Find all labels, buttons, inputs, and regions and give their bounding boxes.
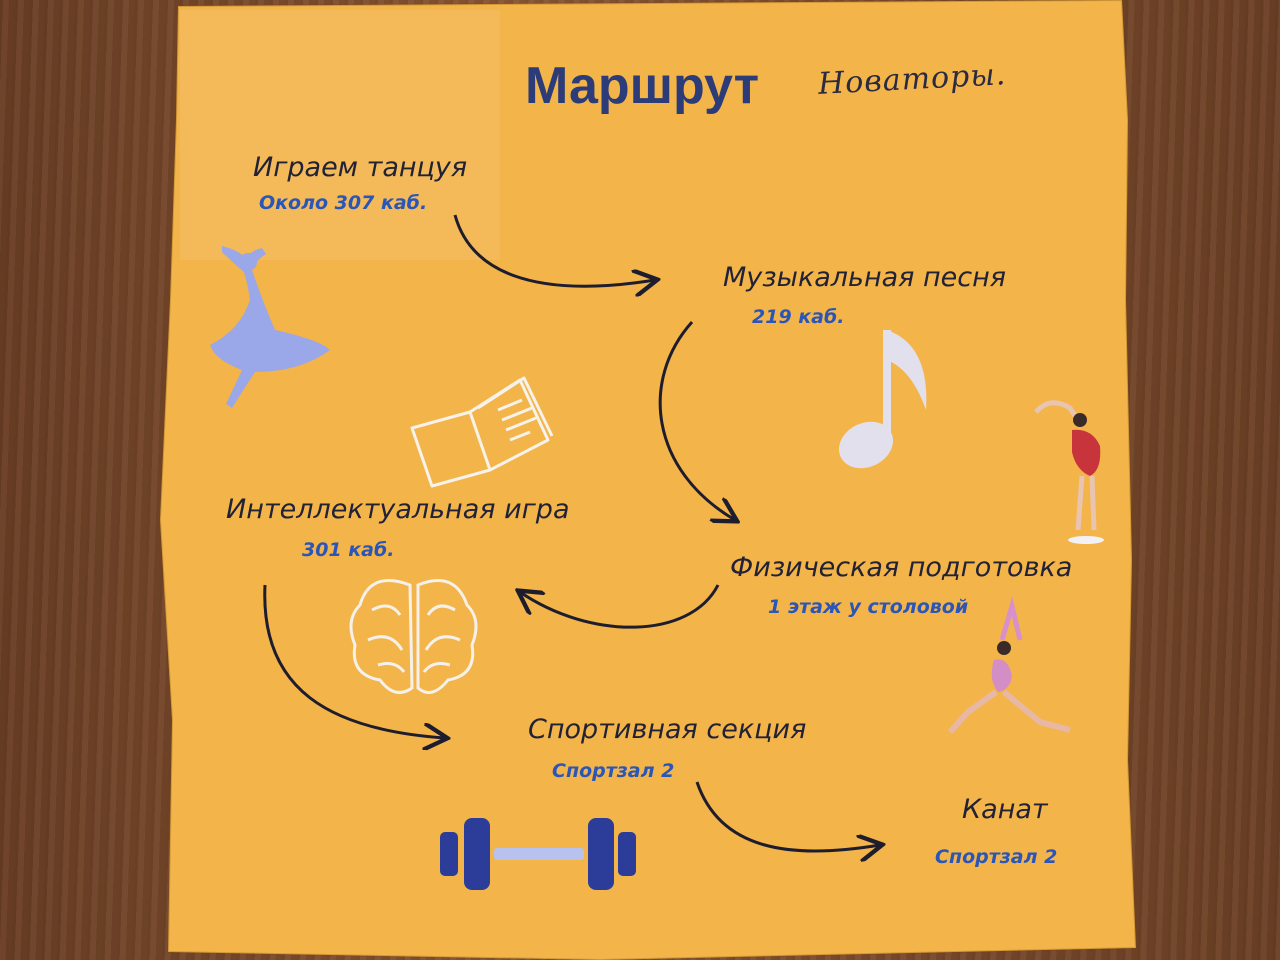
step-location-5: Спортзал 2 xyxy=(552,760,675,782)
stretching-person-icon xyxy=(1034,400,1104,544)
step-name-1: Играем танцуя xyxy=(253,152,468,183)
paper-sheet xyxy=(160,0,1136,960)
arrow-5 xyxy=(695,781,880,851)
step-location-6: Спортзал 2 xyxy=(935,846,1058,868)
step-location-4: 301 каб. xyxy=(302,539,395,561)
step-location-1: Около 307 каб. xyxy=(259,192,428,214)
step-name-3: Физическая подготовка xyxy=(730,552,1073,583)
step-name-4: Интеллектуальная игра xyxy=(226,494,570,525)
poster-title: Маршрут xyxy=(525,57,760,115)
arrow-1 xyxy=(453,214,655,286)
yoga-person-icon xyxy=(947,596,1071,735)
step-name-5: Спортивная секция xyxy=(528,714,807,745)
arrow-3 xyxy=(520,584,720,629)
brain-icon xyxy=(349,579,478,694)
music-note-icon xyxy=(838,330,927,469)
arrow-4 xyxy=(263,584,445,738)
step-name-6: Канат xyxy=(962,794,1048,825)
step-location-3: 1 этаж у столовой xyxy=(768,596,969,618)
step-location-2: 219 каб. xyxy=(752,306,845,328)
book-icon xyxy=(410,376,554,488)
dumbbell-icon xyxy=(440,818,636,890)
step-name-2: Музыкальная песня xyxy=(723,262,1006,293)
dancer-icon xyxy=(210,246,330,408)
arrow-2 xyxy=(658,320,735,520)
